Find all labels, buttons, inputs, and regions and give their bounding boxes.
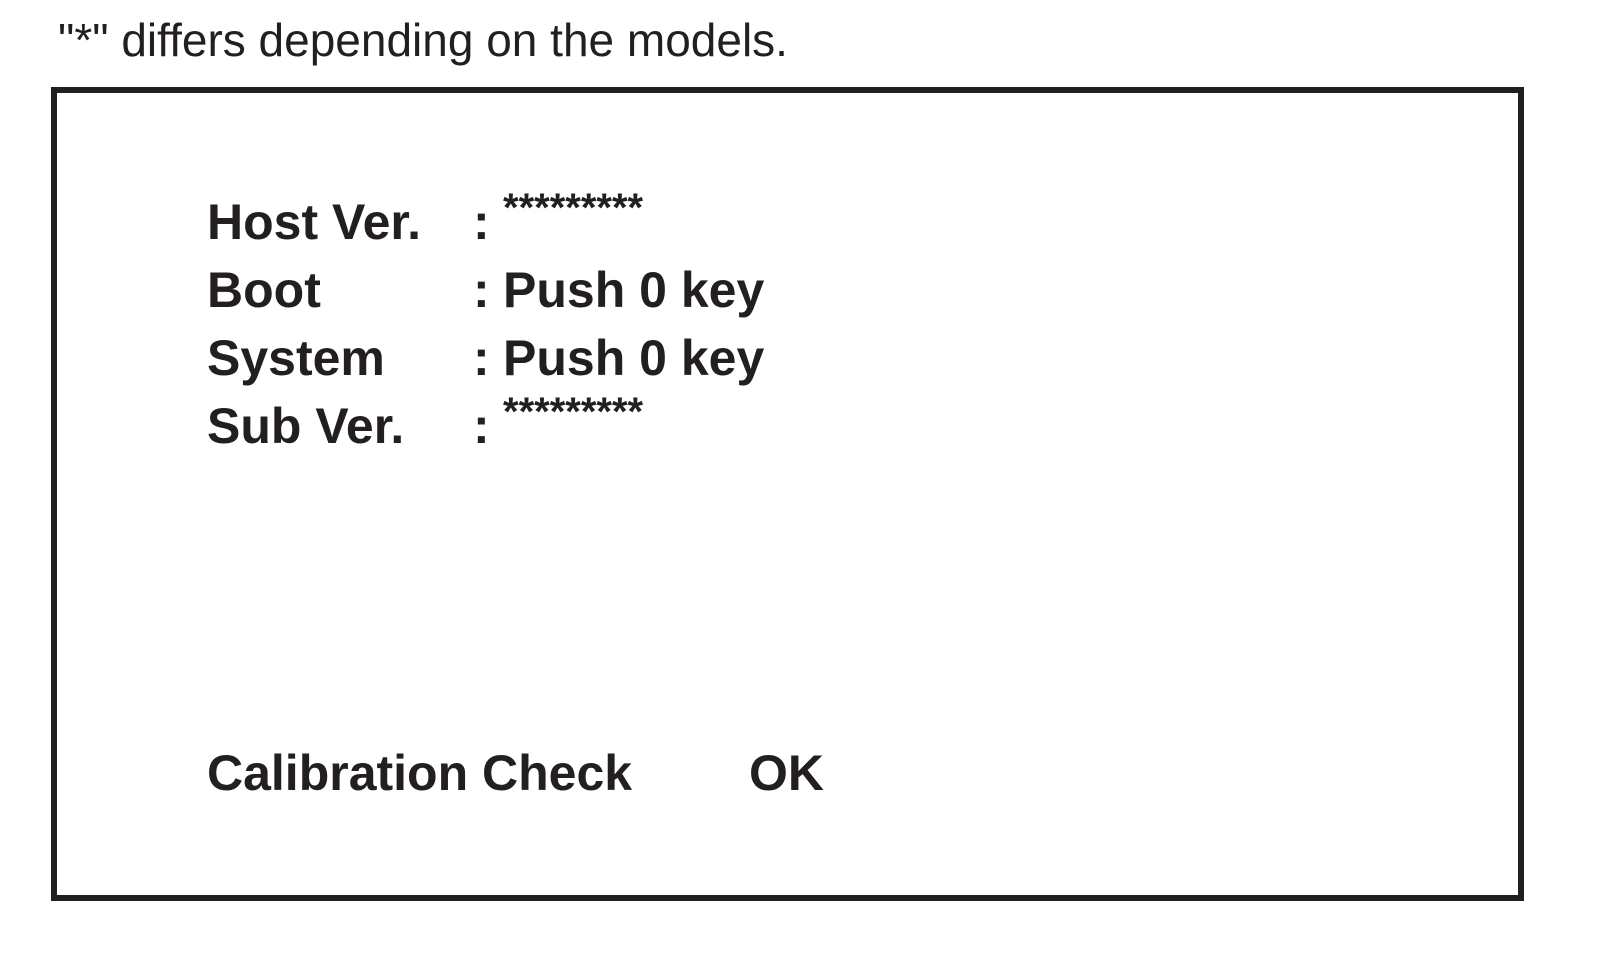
system-label: System [207, 330, 385, 386]
calibration-check-label: Calibration Check [207, 745, 633, 801]
boot-label: Boot [207, 262, 321, 318]
calibration-status: OK [749, 745, 824, 801]
host-ver-value: ********* [503, 186, 644, 230]
boot-separator: : [473, 262, 490, 318]
sub-ver-separator: : [473, 398, 490, 454]
version-info-screen: Host Ver. : ********* Boot : Push 0 key … [51, 87, 1524, 901]
sub-ver-label: Sub Ver. [207, 398, 405, 454]
system-value: Push 0 key [503, 330, 765, 386]
host-ver-separator: : [473, 194, 490, 250]
system-separator: : [473, 330, 490, 386]
sub-ver-value: ********* [503, 390, 644, 434]
host-ver-label: Host Ver. [207, 194, 421, 250]
model-note: "*" differs depending on the models. [58, 14, 788, 66]
boot-value: Push 0 key [503, 262, 765, 318]
